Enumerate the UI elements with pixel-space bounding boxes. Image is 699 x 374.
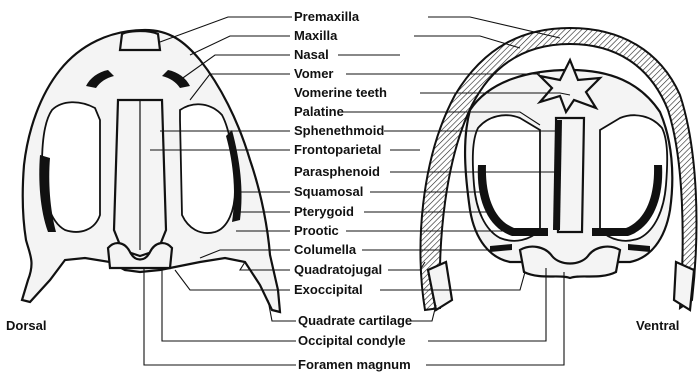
view-label-ventral: Ventral: [636, 318, 679, 333]
label-premaxilla: Premaxilla: [294, 9, 360, 24]
label-foramen-magnum: Foramen magnum: [298, 357, 411, 372]
label-parasphenoid: Parasphenoid: [294, 164, 380, 179]
label-columella: Columella: [294, 242, 357, 257]
label-maxilla: Maxilla: [294, 28, 338, 43]
dorsal-premaxilla: [120, 31, 160, 50]
label-squamosal: Squamosal: [294, 184, 363, 199]
label-sphenethmoid: Sphenethmoid: [294, 123, 384, 138]
label-nasal: Nasal: [294, 47, 329, 62]
label-palatine: Palatine: [294, 104, 344, 119]
label-vomerine-teeth: Vomerine teeth: [294, 85, 387, 100]
ventral-skull: [420, 28, 696, 310]
label-quadrate-cartilage: Quadrate cartilage: [298, 313, 412, 328]
ventral-quadrate-right: [674, 262, 694, 310]
label-occipital-condyle: Occipital condyle: [298, 333, 406, 348]
label-quadratojugal: Quadratojugal: [294, 262, 382, 277]
label-frontoparietal: Frontoparietal: [294, 142, 381, 157]
view-label-dorsal: Dorsal: [6, 318, 46, 333]
label-pterygoid: Pterygoid: [294, 204, 354, 219]
label-vomer: Vomer: [294, 66, 334, 81]
label-exoccipital: Exoccipital: [294, 282, 363, 297]
label-prootic: Prootic: [294, 223, 339, 238]
